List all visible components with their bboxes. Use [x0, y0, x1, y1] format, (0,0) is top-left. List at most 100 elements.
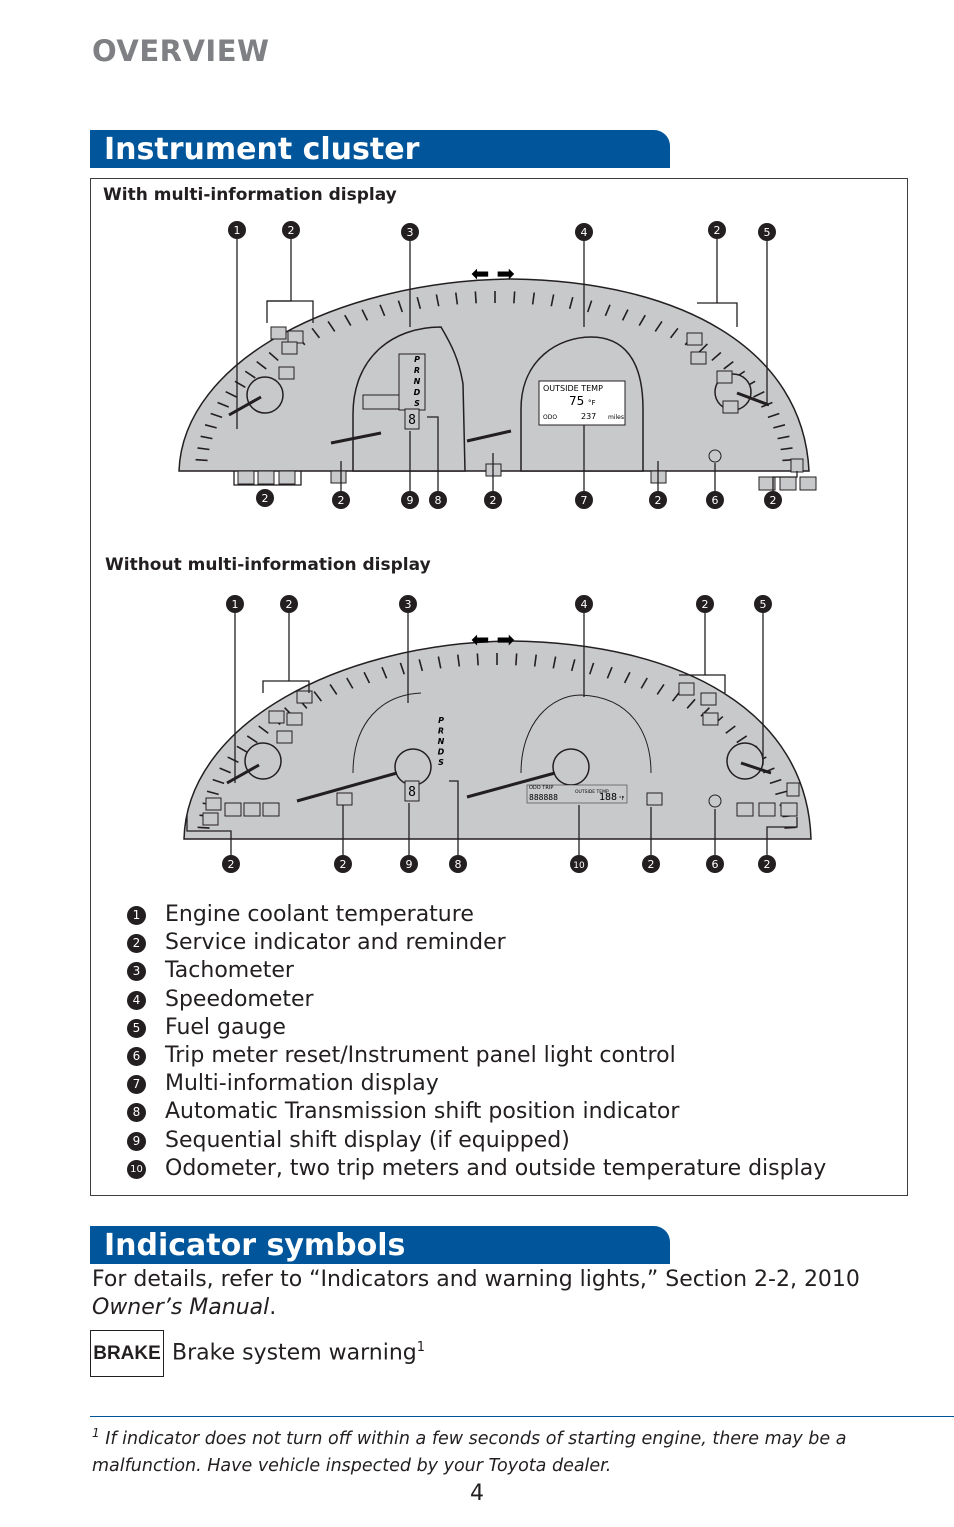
- tick-mark: [669, 327, 679, 339]
- callout-leader: [266, 239, 292, 323]
- shift-letter: P: [438, 716, 444, 725]
- callout-badge: [754, 595, 772, 613]
- callout-badge: [282, 221, 300, 239]
- brake-warning-text: Brake system warning: [172, 1340, 417, 1366]
- display-miles-unit: miles: [608, 414, 624, 421]
- callout-number: 2: [338, 494, 345, 507]
- shift-letter: R: [438, 727, 444, 736]
- tick-mark: [476, 653, 479, 666]
- callout-badge: [575, 223, 593, 241]
- tick-mark: [656, 684, 665, 695]
- callout-badge: [401, 491, 419, 509]
- callout-leader: [717, 302, 738, 327]
- tick-mark: [329, 684, 338, 695]
- cluster-outline: [178, 278, 810, 472]
- callout-number: 2: [262, 492, 269, 505]
- fuel-needle: [736, 391, 770, 407]
- tick-mark: [621, 309, 629, 321]
- tick-mark: [204, 424, 217, 429]
- description-text: For details, refer to “Indicators and wa…: [92, 1267, 860, 1292]
- tick-mark: [686, 698, 696, 709]
- indicator-lamp: [287, 330, 304, 344]
- legend-number: 2: [127, 934, 146, 954]
- indicator-lamp: [736, 802, 754, 817]
- indicator-lamp: [758, 802, 776, 817]
- callout-leader: [233, 471, 302, 486]
- callout-leader: [427, 416, 439, 491]
- callout-leader: [679, 613, 706, 676]
- tick-mark: [244, 370, 256, 379]
- instrument-cluster-header: Instrument cluster: [90, 130, 670, 168]
- tick-mark: [217, 401, 230, 408]
- footnote-text: If indicator does not turn off within a …: [92, 1428, 847, 1476]
- tick-mark: [256, 361, 267, 370]
- tick-mark: [227, 756, 239, 764]
- tick-mark: [344, 314, 352, 326]
- tach-needle: [330, 431, 382, 445]
- callout-number: 9: [407, 494, 414, 507]
- odo-digits: 888888: [529, 793, 558, 802]
- callout-badge: [449, 855, 467, 873]
- callout-badge: [400, 855, 418, 873]
- legend-number: 3: [127, 962, 146, 982]
- callout-badge: [280, 595, 298, 613]
- tick-mark: [268, 351, 279, 362]
- tick-mark: [225, 390, 237, 398]
- footnote-marker: 1: [92, 1426, 100, 1440]
- tick-mark: [769, 778, 782, 785]
- tick-mark: [195, 458, 208, 462]
- indicator-lamp: [780, 802, 798, 817]
- callout-badge: [706, 855, 724, 873]
- callout-badge: [222, 855, 240, 873]
- tick-mark: [258, 725, 269, 734]
- diagram1-subtitle: With multi-information display: [103, 185, 397, 205]
- display-odo-label: ODO: [543, 414, 557, 421]
- legend-number: 7: [127, 1075, 146, 1095]
- diagram2-subtitle: Without multi-information display: [105, 555, 431, 575]
- callout-leader: [766, 817, 798, 855]
- tick-mark: [346, 677, 354, 689]
- tick-mark: [361, 309, 369, 321]
- tick-mark: [531, 292, 536, 305]
- callout-leader: [705, 674, 726, 693]
- overview-heading: OVERVIEW: [92, 34, 270, 68]
- callout-number: 8: [435, 494, 442, 507]
- callout-number: 5: [760, 598, 767, 611]
- indicator-lamp: [702, 712, 719, 726]
- callout-number: 6: [712, 858, 719, 871]
- callout-badge: [429, 491, 447, 509]
- callout-number: 5: [764, 226, 771, 239]
- shift-letter: D: [414, 388, 421, 397]
- callout-badge: [228, 221, 246, 239]
- callout-number: 2: [340, 858, 347, 871]
- callout-number: 2: [286, 598, 293, 611]
- shift-letter: N: [438, 737, 445, 746]
- indicator-lamp: [278, 470, 296, 485]
- callout-number: 2: [648, 858, 655, 871]
- temp-gauge: [244, 742, 282, 780]
- tick-mark: [236, 745, 248, 753]
- tick-mark: [311, 327, 321, 339]
- callout-number: 2: [702, 598, 709, 611]
- tick-mark: [456, 654, 461, 667]
- tick-mark: [775, 790, 788, 796]
- indicator-lamp: [790, 458, 804, 473]
- callout-badge: [708, 221, 726, 239]
- legend-number: 4: [127, 990, 146, 1010]
- callout-number: 2: [288, 224, 295, 237]
- tachometer-hub: [394, 748, 432, 786]
- callout-number: 9: [406, 858, 413, 871]
- indicator-lamp: [336, 792, 353, 806]
- tick-mark: [723, 361, 734, 370]
- callout-number: 2: [490, 494, 497, 507]
- callout-number: 3: [405, 598, 412, 611]
- shift-letter: N: [414, 377, 421, 386]
- callout-number: 2: [764, 858, 771, 871]
- callout-badge: [484, 491, 502, 509]
